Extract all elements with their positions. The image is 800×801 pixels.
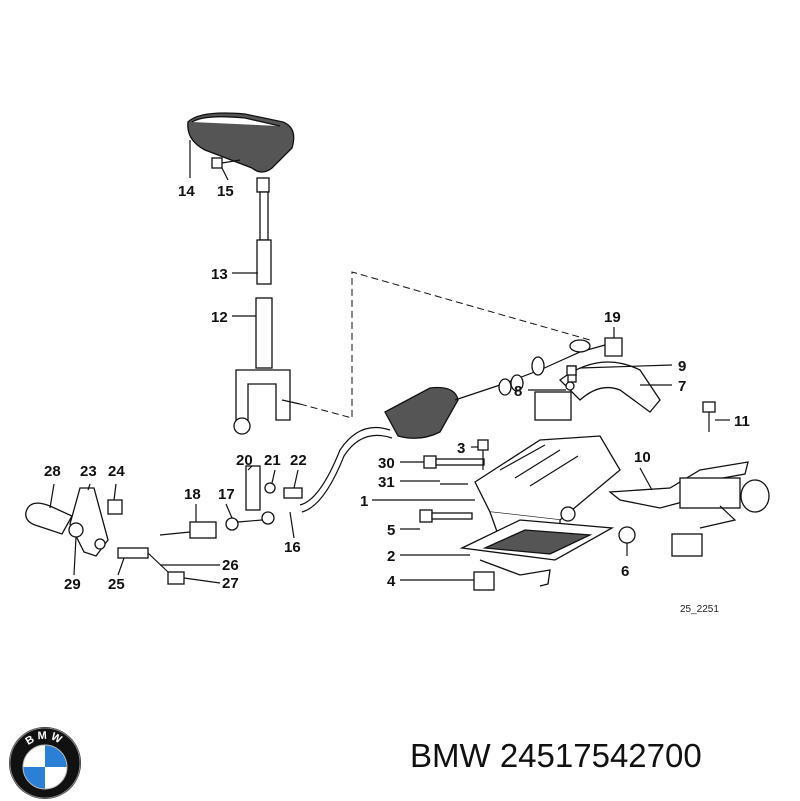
callout-3: 3 bbox=[457, 440, 465, 457]
parts-diagram: 14 15 13 12 19 9 7 8 11 3 30 31 1 5 2 4 … bbox=[25, 112, 770, 615]
callout-21: 21 bbox=[264, 452, 281, 469]
leader-lines bbox=[49, 140, 730, 584]
callout-12: 12 bbox=[211, 309, 228, 326]
callout-labels: 14 15 13 12 19 9 7 8 11 3 30 31 1 5 2 4 … bbox=[44, 183, 750, 615]
callout-22: 22 bbox=[290, 452, 307, 469]
callout-6: 6 bbox=[621, 563, 629, 580]
callout-30: 30 bbox=[378, 455, 395, 472]
callout-2: 2 bbox=[387, 548, 395, 565]
diagram-reference-code: 25_2251 bbox=[680, 604, 719, 615]
shift-lever bbox=[233, 177, 301, 435]
callout-15: 15 bbox=[217, 183, 234, 200]
solenoid-screw bbox=[702, 401, 716, 432]
callout-4: 4 bbox=[387, 573, 396, 590]
callout-10: 10 bbox=[634, 449, 651, 466]
shift-lock-solenoid bbox=[608, 461, 770, 557]
callout-20: 20 bbox=[236, 452, 253, 469]
callout-25: 25 bbox=[108, 576, 125, 593]
callout-26: 26 bbox=[222, 557, 239, 574]
callout-5: 5 bbox=[387, 522, 395, 539]
shift-cable bbox=[299, 339, 606, 513]
housing-gasket bbox=[459, 519, 615, 561]
callout-8: 8 bbox=[514, 383, 522, 400]
callout-16: 16 bbox=[284, 539, 301, 556]
gear-housing-cover bbox=[534, 361, 661, 421]
part-title: BMW 24517542700 bbox=[410, 737, 702, 775]
part-brand: BMW bbox=[410, 737, 491, 774]
knob-screw bbox=[211, 157, 241, 169]
callout-27: 27 bbox=[222, 575, 239, 592]
callout-14: 14 bbox=[178, 183, 195, 200]
base-plate bbox=[479, 559, 551, 587]
callout-28: 28 bbox=[44, 463, 61, 480]
cable-clip bbox=[604, 337, 623, 357]
clip-nut bbox=[473, 571, 495, 591]
callout-7: 7 bbox=[678, 378, 686, 395]
callout-31: 31 bbox=[378, 474, 395, 491]
bmw-logo-icon: BMW bbox=[9, 727, 81, 799]
grommet bbox=[618, 526, 636, 544]
callout-29: 29 bbox=[64, 576, 81, 593]
callout-9: 9 bbox=[678, 358, 686, 375]
assembly-dashed-line bbox=[299, 271, 591, 419]
callout-18: 18 bbox=[184, 486, 201, 503]
selector-bracket bbox=[25, 487, 185, 585]
callout-11: 11 bbox=[734, 413, 750, 430]
gear-knob bbox=[187, 112, 295, 173]
part-number: 24517542700 bbox=[499, 737, 702, 774]
callout-17: 17 bbox=[218, 486, 235, 503]
callout-24: 24 bbox=[108, 463, 125, 480]
cover-screws bbox=[565, 365, 577, 391]
callout-19: 19 bbox=[604, 309, 621, 326]
callout-1: 1 bbox=[360, 493, 368, 510]
callout-13: 13 bbox=[211, 266, 228, 283]
callout-23: 23 bbox=[80, 463, 97, 480]
linkage-assembly bbox=[159, 465, 303, 539]
svg-text:BMW: BMW bbox=[23, 730, 66, 748]
